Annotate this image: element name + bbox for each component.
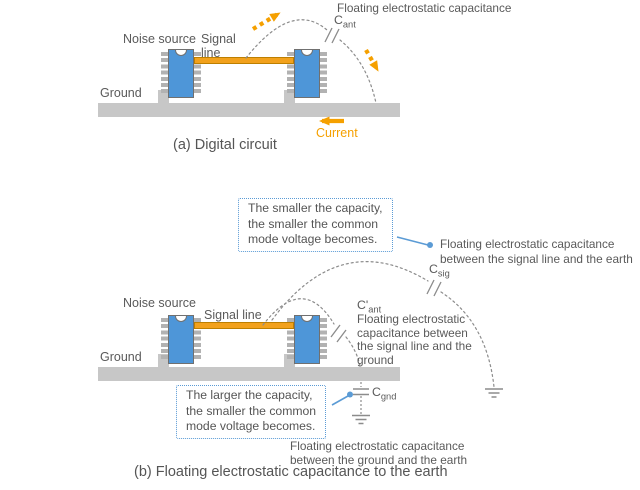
cant-desc-line2: capacitance between [357, 325, 468, 340]
ic-chip-noise-b [161, 315, 201, 364]
chip-body [294, 315, 320, 364]
callout-line1: The larger the capacity, [186, 388, 313, 402]
caption-b: (b) Floating electrostatic capacitance t… [134, 464, 448, 480]
capacitor-gap-icon-cant-b [330, 324, 347, 343]
chip-notch [175, 50, 187, 56]
cgnd-description: Floating electrostatic capacitance betwe… [290, 439, 467, 467]
chip-pins-right [194, 318, 201, 361]
cgnd-label: Cgnd [372, 385, 397, 404]
noise-arrow-down-icon [364, 48, 379, 72]
cant-description-b: Floating electrostatic capacitance betwe… [357, 312, 472, 367]
chip-notch [175, 316, 187, 322]
callout-line2: the smaller the common [186, 403, 317, 418]
current-label: Current [316, 126, 358, 140]
noise-source-label-b: Noise source [123, 296, 196, 310]
capacitor-gap-icon-csig [426, 279, 442, 297]
ic-chip-receiver-b [287, 315, 327, 364]
csig-label: Csig [429, 262, 450, 281]
chip-pins-right [320, 52, 327, 95]
callout-line2: the smaller the common [248, 216, 379, 231]
callout-larger-capacity: The larger the capacity, the smaller the… [176, 385, 327, 439]
cap-main: C [372, 385, 381, 399]
cant-desc-line1: Floating electrostatic [357, 312, 466, 326]
cap-sub: ant [342, 19, 356, 30]
callout-line3: mode voltage becomes. [248, 232, 378, 247]
cap-sub: gnd [380, 391, 397, 402]
chip-body [168, 315, 194, 364]
floating-cap-label-a: Floating electrostatic capacitance [337, 1, 512, 15]
callout-line3: mode voltage becomes. [186, 419, 316, 434]
cgnd-desc-line2: between the ground and the earth [290, 453, 468, 467]
cant-label-a: Cant [334, 13, 356, 32]
callout-connector-smaller [396, 236, 433, 248]
noise-source-label-a: Noise source [123, 32, 196, 46]
cant-desc-line3: the signal line and the [357, 339, 472, 353]
earth-ground-icon-right [485, 388, 503, 398]
caption-a: (a) Digital circuit [173, 137, 277, 153]
signal-line-label-a: Signal line [201, 32, 236, 60]
chip-pedestal [284, 90, 295, 103]
cgnd-desc-line1: Floating electrostatic capacitance [290, 439, 465, 453]
signal-line-a [194, 57, 294, 64]
chip-pins-right [194, 52, 201, 95]
signal-line-label-line2: line [201, 45, 221, 60]
chip-pins-left [287, 52, 294, 95]
chip-pins-left [161, 318, 168, 361]
signal-line-label-b: Signal line [204, 308, 262, 322]
ic-chip-receiver-a [287, 49, 327, 98]
cap-main: C' [357, 298, 369, 312]
chip-pins-left [161, 52, 168, 95]
ground-bar-a [98, 103, 400, 117]
callout-smaller-capacity: The smaller the capacity, the smaller th… [238, 198, 393, 252]
chip-pedestal [158, 90, 169, 103]
cap-sub: sig [437, 268, 450, 279]
chip-pins-left [287, 318, 294, 361]
chip-notch [301, 316, 313, 322]
ground-label-a: Ground [100, 86, 142, 100]
cap-main: C [334, 13, 343, 27]
ground-label-b: Ground [100, 350, 142, 364]
signal-line-label-line1: Signal [201, 32, 236, 46]
csig-description: Floating electrostatic capacitance betwe… [440, 237, 633, 266]
csig-desc-line1: Floating electrostatic capacitance [440, 237, 615, 251]
callout-connector-larger [331, 391, 353, 406]
callout-line1: The smaller the capacity, [248, 201, 383, 215]
chip-notch [301, 50, 313, 56]
chip-pins-right [320, 318, 327, 361]
signal-line-b [194, 322, 294, 329]
chip-body [294, 49, 320, 98]
ground-bar-b [98, 367, 400, 381]
csig-desc-line2: between the signal line and the earth [440, 251, 633, 266]
cgnd-capacitor-icon [353, 382, 369, 414]
earth-ground-icon-left [352, 414, 370, 425]
noise-arrow-up-icon [251, 12, 281, 31]
chip-body [168, 49, 194, 98]
ic-chip-noise-a [161, 49, 201, 98]
cap-main: C [429, 262, 438, 276]
cant-desc-line4: ground [357, 352, 394, 367]
